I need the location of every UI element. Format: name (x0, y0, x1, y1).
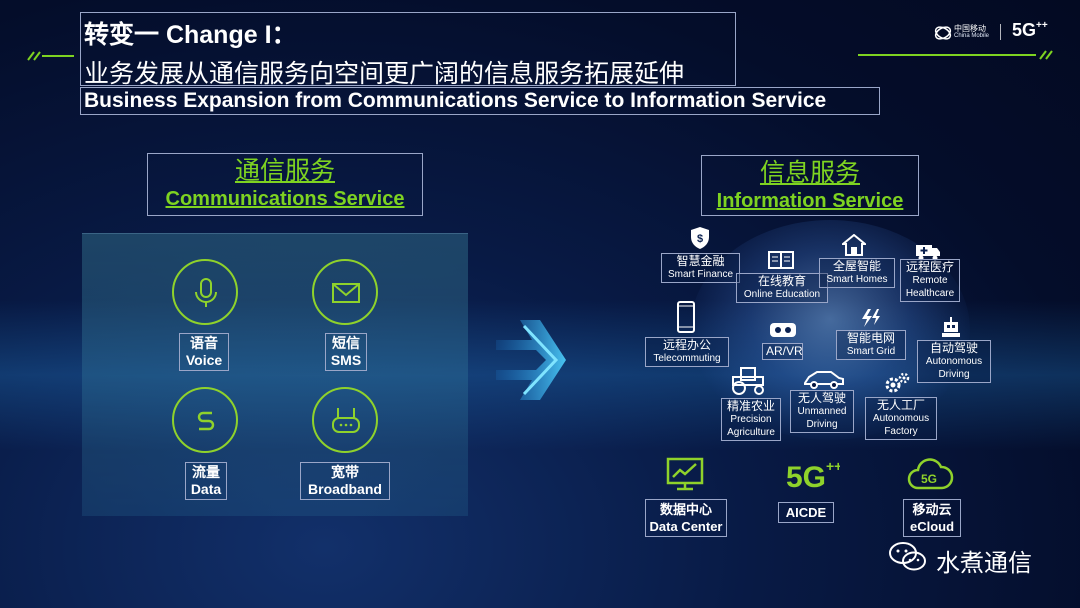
brand-name-en: China Mobile (954, 33, 990, 39)
gears-icon (885, 372, 910, 393)
title-line1: 转变一 Change I： (84, 21, 297, 49)
china-mobile-mark-icon (934, 26, 952, 40)
book-icon (768, 251, 794, 269)
info-ar-vr: AR/VR (762, 343, 803, 360)
5g-logo: 5G++ (1012, 20, 1048, 40)
information-heading-en: Information Service (716, 190, 904, 212)
title-line2: 业务发展从通信服务向空间更广阔的信息服务拓展延伸 (84, 60, 685, 88)
slash-decoration-right (858, 50, 1053, 60)
svg-text:5G: 5G (786, 461, 826, 491)
arrow-right-icon (496, 320, 566, 400)
slash-decoration-left (27, 51, 74, 61)
svg-text:++: ++ (826, 458, 840, 474)
shield-dollar-icon: $ (691, 227, 709, 249)
communications-heading-cn: 通信服务 (234, 157, 335, 185)
envelope-icon (312, 259, 378, 325)
logo-separator (1000, 24, 1001, 40)
watermark-text: 水煮通信 (936, 550, 1032, 577)
globe-graphic (690, 220, 970, 440)
communications-heading: 通信服务 Communications Service (147, 153, 423, 216)
router-icon (312, 387, 378, 453)
communications-panel (82, 233, 468, 516)
brand-name-cn: 中国移动 (954, 24, 986, 33)
lightning-icon (862, 309, 880, 327)
title-frame (80, 12, 736, 86)
vr-headset-icon (770, 323, 796, 337)
svg-text:$: $ (697, 233, 703, 245)
robot-icon (942, 317, 960, 337)
car-icon (804, 371, 844, 389)
svg-text:5G: 5G (921, 472, 937, 486)
tractor-icon (732, 367, 764, 395)
cloud-5g-icon: 5G (907, 458, 954, 490)
wechat-icon (889, 542, 926, 571)
bottom-aicde: AICDE (778, 502, 834, 523)
phone-icon (677, 301, 695, 333)
subtitle: Business Expansion from Communications S… (80, 87, 880, 115)
communications-heading-en: Communications Service (165, 188, 405, 210)
monitor-chart-icon (666, 457, 704, 491)
information-heading-cn: 信息服务 (759, 159, 860, 187)
data-s-icon (172, 387, 238, 453)
house-icon (842, 234, 866, 256)
china-mobile-logo: 中国移动 China Mobile (934, 22, 994, 44)
information-heading: 信息服务 Information Service (701, 155, 919, 216)
microphone-icon (172, 259, 238, 325)
5g-logo-icon: 5G ++ (786, 458, 840, 491)
